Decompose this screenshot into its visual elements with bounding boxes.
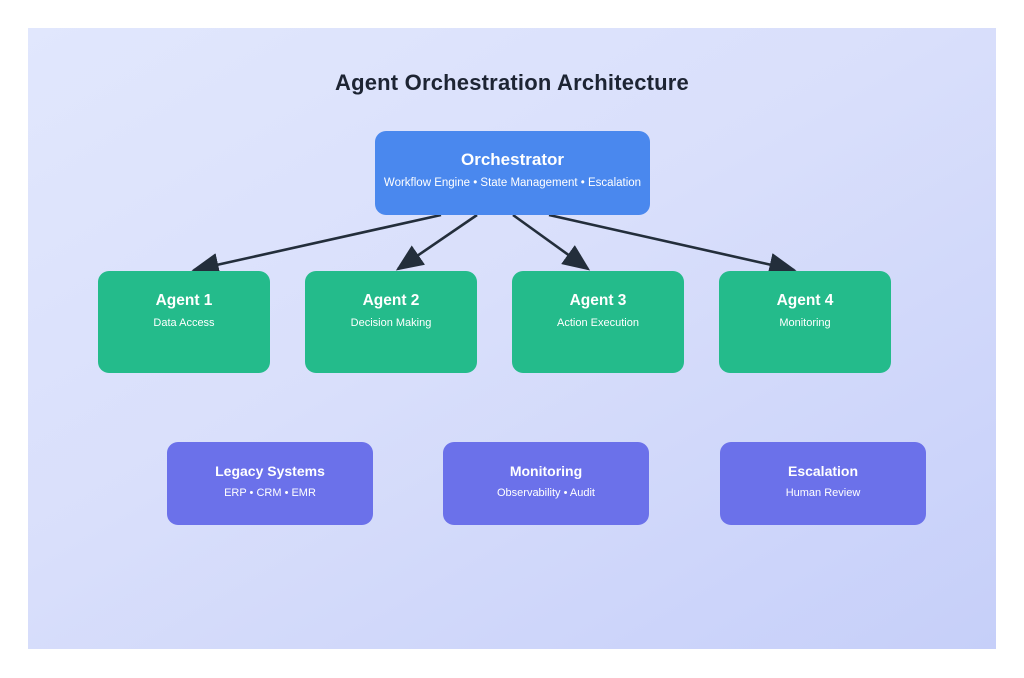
node-legacy-systems: Legacy Systems ERP • CRM • EMR [167,442,373,525]
agent-1-title: Agent 1 [155,292,213,309]
escalation-title: Escalation [787,463,859,479]
node-escalation: Escalation Human Review [720,442,926,525]
agent-2-title: Agent 2 [362,292,420,309]
agent-4-title: Agent 4 [776,292,834,309]
node-agent-3: Agent 3 Action Execution [512,271,684,373]
diagram-title: Agent Orchestration Architecture [335,70,689,95]
edge-orchestrator-agent-1 [191,213,442,277]
agent-4-subtitle: Monitoring [779,317,831,329]
monitoring-title: Monitoring [509,463,583,479]
edge-orchestrator-agent-3 [512,213,591,271]
node-agent-2: Agent 2 Decision Making [305,271,477,373]
legacy-systems-title: Legacy Systems [215,463,325,479]
legacy-systems-subtitle: ERP • CRM • EMR [224,487,316,499]
node-orchestrator: Orchestrator Workflow Engine • State Man… [375,131,650,215]
agent-3-subtitle: Action Execution [557,317,639,329]
edge-orchestrator-agent-2 [395,213,478,271]
agent-1-subtitle: Data Access [153,317,215,329]
agent-3-title: Agent 3 [569,292,627,309]
node-agent-4: Agent 4 Monitoring [719,271,891,373]
orchestrator-title: Orchestrator [461,150,564,169]
orchestrator-subtitle: Workflow Engine • State Management • Esc… [383,177,642,189]
edge-orchestrator-agent-4 [548,213,797,277]
monitoring-subtitle: Observability • Audit [496,487,595,499]
node-monitoring: Monitoring Observability • Audit [443,442,649,525]
diagram-canvas: Agent Orchestration Architecture Orchest… [28,28,996,649]
agent-2-subtitle: Decision Making [350,317,432,329]
node-agent-1: Agent 1 Data Access [98,271,270,373]
escalation-subtitle: Human Review [785,487,861,499]
